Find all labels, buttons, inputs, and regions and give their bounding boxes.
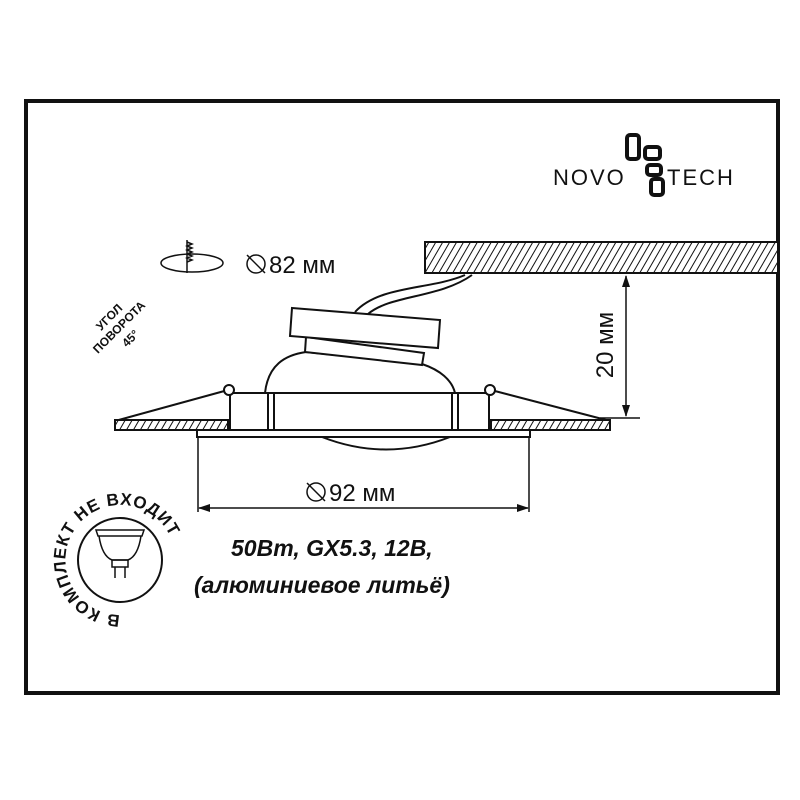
ceiling-section [424, 241, 779, 274]
lamp-not-included-badge: В КОМПЛЕКТ НЕ ВХОДИТ [50, 490, 183, 631]
spec-line-material: (алюминиевое литьё) [194, 572, 450, 598]
diameter-icon [306, 482, 326, 502]
outer-diameter-label: 92 мм [329, 480, 395, 507]
spec-line-power: 50Вт, GX5.3, 12В, [231, 535, 433, 561]
novotech-logo: NOVO TECH [553, 133, 735, 197]
rotation-angle-label: УГОЛ ПОВОРОТА 45° [90, 298, 148, 356]
outer-diameter-dimension [197, 437, 530, 512]
fixture-drawing [114, 274, 611, 451]
diameter-icon [246, 254, 266, 274]
svg-text:NOVO: NOVO [553, 165, 626, 190]
svg-text:TECH: TECH [667, 165, 735, 190]
height-dimension-label: 20 мм [592, 312, 619, 378]
mr16-lamp-icon [94, 529, 146, 578]
cutout-diameter-label: 82 мм [269, 252, 335, 279]
height-dimension [600, 275, 640, 419]
diagram-frame [24, 99, 780, 695]
saw-cutout-icon [160, 240, 224, 273]
